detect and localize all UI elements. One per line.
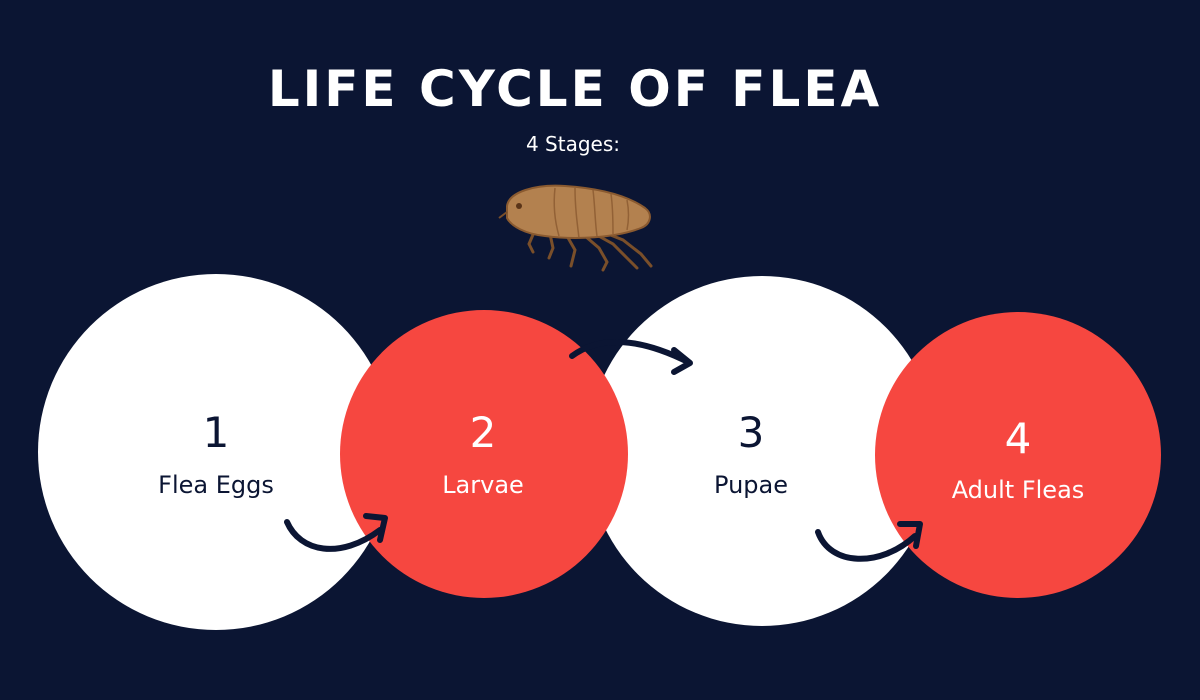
stage-3-label: Pupae [714, 471, 788, 499]
stage-2-label: Larvae [442, 471, 524, 499]
arrow-1-to-2-head [363, 513, 388, 543]
stage-2-circle [340, 310, 628, 598]
arrow-3-to-4 [815, 529, 918, 562]
stage-4-circle [875, 312, 1161, 598]
flea-icon [498, 184, 653, 272]
stage-4-label: Adult Fleas [951, 476, 1085, 504]
stage-1-label: Flea Eggs [158, 471, 274, 499]
stage-1-circle [38, 274, 394, 630]
diagram-subtitle: 4 Stages: [525, 132, 621, 156]
diagram-title: LIFE CYCLE OF FLEA [267, 60, 883, 118]
stage-1-number: 1 [202, 408, 230, 457]
arrow-2-to-3 [569, 339, 691, 365]
stage-2-number: 2 [469, 408, 497, 457]
stage-3-number: 3 [737, 408, 765, 457]
stage-4-number: 4 [1004, 414, 1032, 463]
arrow-3-to-4-head [897, 521, 923, 549]
arrow-2-to-3-head [671, 347, 693, 375]
arrow-1-to-2 [284, 519, 383, 552]
